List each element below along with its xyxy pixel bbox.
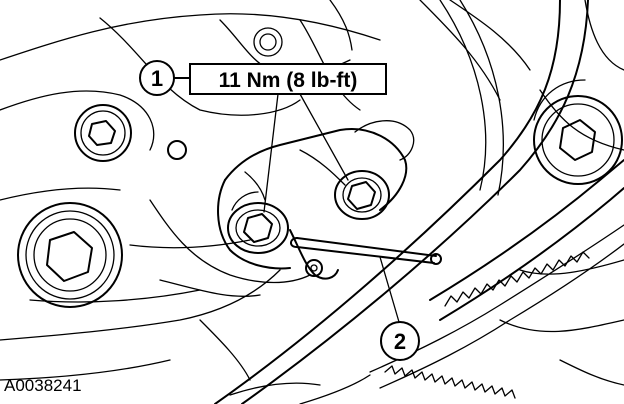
callout-2: 2 [380, 321, 420, 361]
leader-lines [263, 93, 400, 323]
chain-guide [214, 0, 589, 404]
timing-chain [299, 159, 624, 404]
tensioner-bolt-right [334, 170, 390, 220]
small-hole [167, 140, 187, 160]
torque-spec-label: 11 Nm (8 lb-ft) [219, 69, 358, 92]
callout-1-number: 1 [151, 66, 163, 91]
locking-pin [290, 237, 442, 265]
tensioner-bolt-left [227, 191, 289, 254]
camshaft-sprocket [533, 79, 623, 185]
upper-boss [253, 27, 283, 57]
torque-spec-box [189, 63, 387, 95]
left-bolt-upper [74, 104, 132, 162]
tensioner-body [217, 120, 415, 280]
callout-2-number: 2 [394, 329, 406, 354]
callout-1: 1 11 Nm (8 lb-ft) [139, 60, 387, 96]
left-bolt-lower [17, 202, 123, 308]
figure-id: A0038241 [4, 376, 82, 395]
